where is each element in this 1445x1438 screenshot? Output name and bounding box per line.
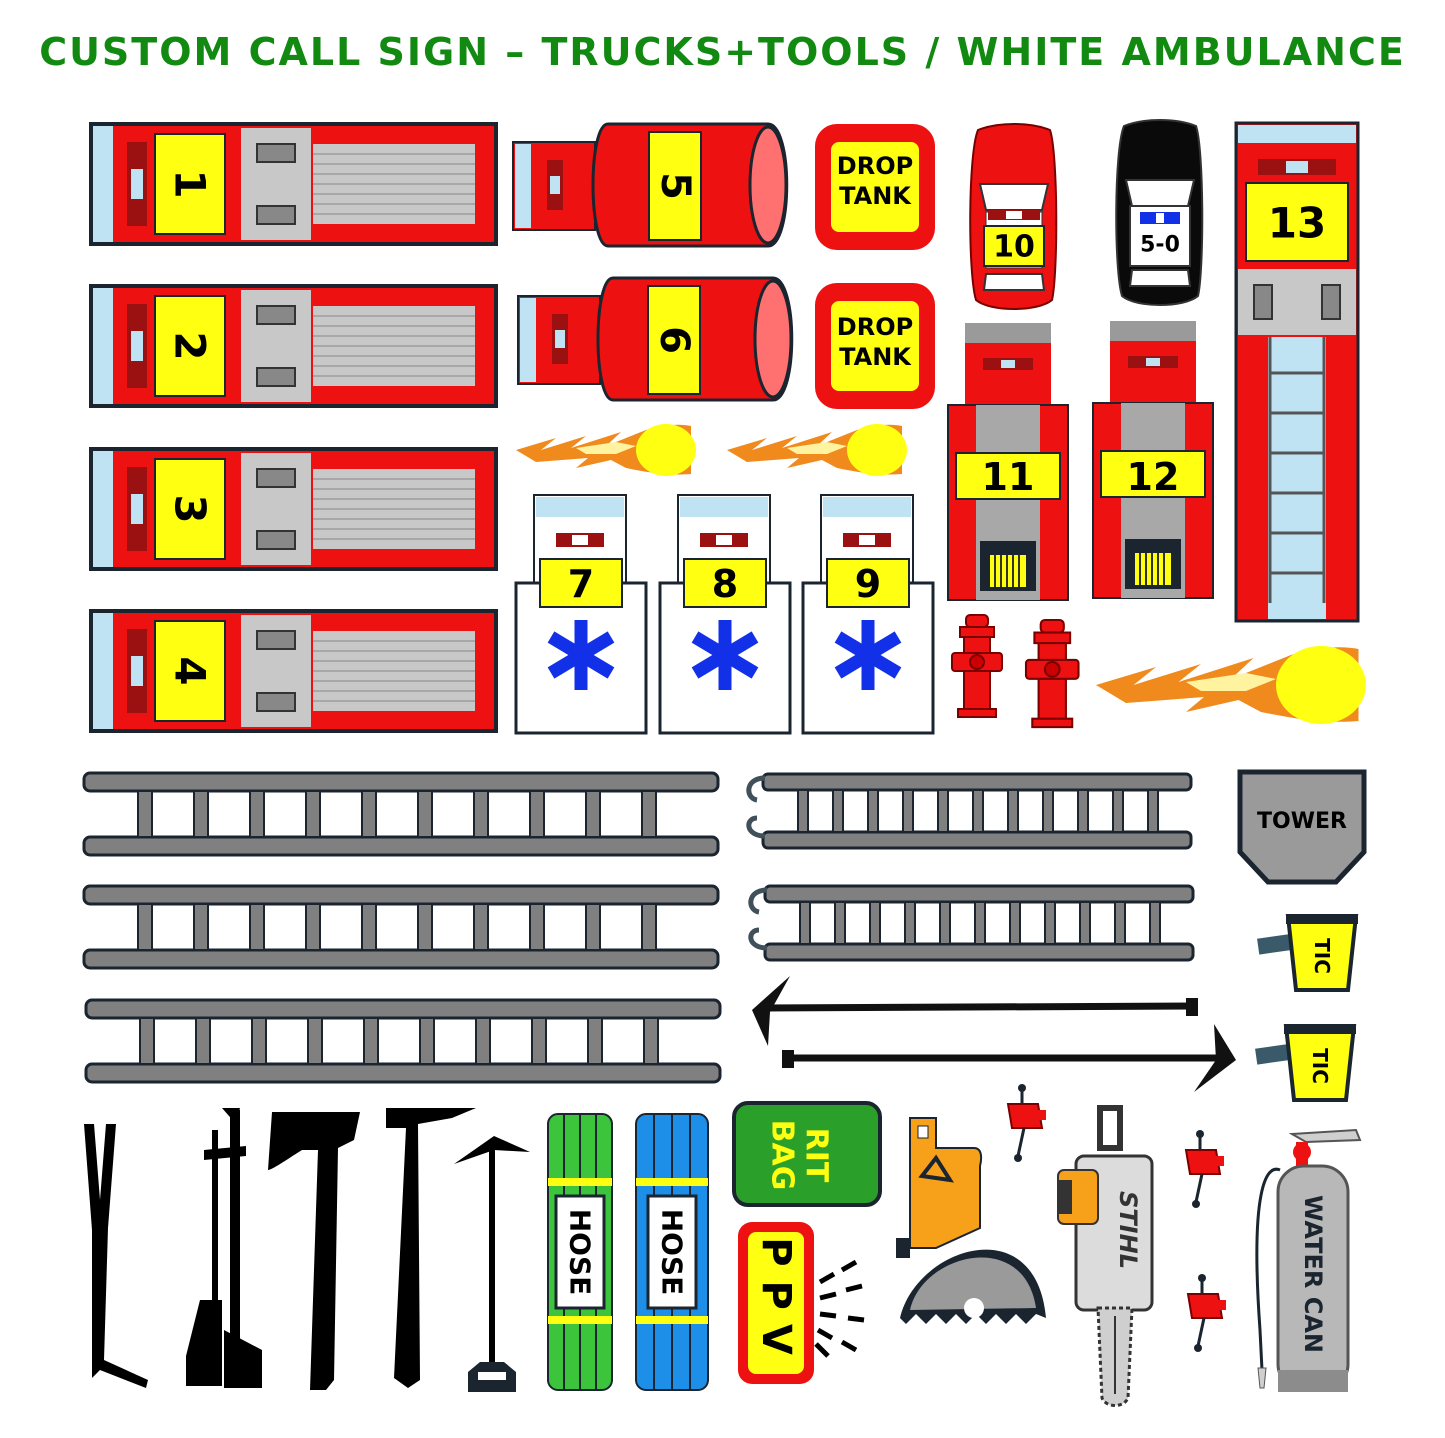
- drop-tank-1: DROP TANK: [815, 124, 935, 250]
- flame-icon: [1096, 646, 1366, 724]
- ambulance-9: 9: [803, 495, 933, 733]
- hose-bundle-blue: HOSE: [635, 1113, 709, 1391]
- ladder-icon: [82, 771, 720, 857]
- water-can-label: WATER CAN: [1299, 1195, 1327, 1353]
- ambulance-number: 7: [568, 562, 594, 606]
- rescue-number: 12: [1127, 455, 1180, 499]
- rit-bag: RIT BAG: [732, 1101, 882, 1207]
- tanker-number: 5: [652, 172, 698, 200]
- thermal-camera-2: TIC: [1253, 1024, 1358, 1102]
- extinguisher-icon: WATER CAN: [1255, 1128, 1362, 1392]
- page-title: CUSTOM CALL SIGN – TRUCKS+TOOLS / WHITE …: [39, 30, 1406, 74]
- tic-label: TIC: [1310, 938, 1334, 974]
- halligan-icon: [84, 1124, 148, 1388]
- rotary-saw-icon: [896, 1117, 1046, 1324]
- drop-tank-label-1: DROP: [837, 152, 913, 180]
- pike-pole-icon: [782, 1024, 1236, 1092]
- pike-pole-icon: [752, 976, 1198, 1046]
- drop-tank-label-2: TANK: [839, 343, 912, 371]
- rescue-11: 11: [947, 322, 1069, 601]
- rit-bag-label-2: BAG: [765, 1120, 800, 1191]
- chainsaw-brand: STIHL: [1114, 1191, 1142, 1269]
- tower-label: TOWER: [1257, 809, 1347, 834]
- rit-bag-label-1: RIT: [799, 1128, 834, 1183]
- pike-pole-icon: [186, 1108, 262, 1388]
- radio-icon: [1006, 1082, 1048, 1164]
- halligan-bar-icon: [386, 1108, 476, 1388]
- flame-icon: [516, 424, 696, 476]
- fire-hydrant-icon: [951, 614, 1003, 718]
- pumper-2: 2: [89, 284, 498, 408]
- rescue-number: 11: [982, 455, 1035, 499]
- hose-label: HOSE: [656, 1209, 689, 1296]
- pumper-1: 1: [89, 122, 498, 246]
- ladder-icon: [749, 774, 1191, 848]
- flame-icon: [727, 424, 907, 476]
- ambulance-7: 7: [516, 495, 646, 733]
- pumper-number: 4: [166, 656, 215, 685]
- rescue-12: 12: [1092, 320, 1214, 599]
- hose-label: HOSE: [564, 1209, 597, 1296]
- ladder-icon: [82, 884, 720, 970]
- ppv-label: PPV: [753, 1237, 799, 1369]
- ambulance-number: 9: [855, 562, 881, 606]
- pumper-number: 1: [166, 169, 215, 198]
- tower-badge: TOWER: [1237, 769, 1367, 885]
- fire-hydrant-icon: [1024, 618, 1080, 729]
- chainsaw-icon: STIHL: [1057, 1105, 1154, 1407]
- radio-icon: [1186, 1272, 1228, 1354]
- hose-bundle-green: HOSE: [547, 1113, 613, 1391]
- thermal-camera-1: TIC: [1255, 914, 1360, 992]
- ladder-icon: [84, 998, 722, 1084]
- pumper-number: 3: [166, 494, 215, 523]
- tic-label: TIC: [1308, 1048, 1332, 1084]
- drop-tank-label-1: DROP: [837, 313, 913, 341]
- ambulance-8: 8: [660, 495, 790, 733]
- ppv-fan: PPV: [738, 1222, 865, 1384]
- radio-icon: [1184, 1128, 1226, 1210]
- pumper-3: 3: [89, 447, 498, 571]
- drop-tank-label-2: TANK: [839, 182, 912, 210]
- chief-car-number: 10: [993, 230, 1035, 265]
- drop-tank-2: DROP TANK: [815, 283, 935, 409]
- police-car-number: 5-0: [1140, 233, 1180, 258]
- chief-car-10: 10: [969, 123, 1058, 310]
- tanker-6: 6: [517, 276, 794, 402]
- ladder-truck-number: 13: [1268, 199, 1326, 248]
- ladder-truck-13: 13: [1234, 121, 1360, 623]
- pumper-4: 4: [89, 609, 498, 733]
- ambulance-number: 8: [712, 562, 738, 606]
- police-car-5-0: 5-0: [1115, 119, 1204, 306]
- pumper-number: 2: [166, 331, 215, 360]
- ladder-icon: [751, 886, 1193, 960]
- axe-icon: [268, 1112, 360, 1390]
- tanker-5: 5: [512, 122, 789, 248]
- hook-tool-icon: [454, 1136, 530, 1392]
- tanker-number: 6: [651, 326, 697, 354]
